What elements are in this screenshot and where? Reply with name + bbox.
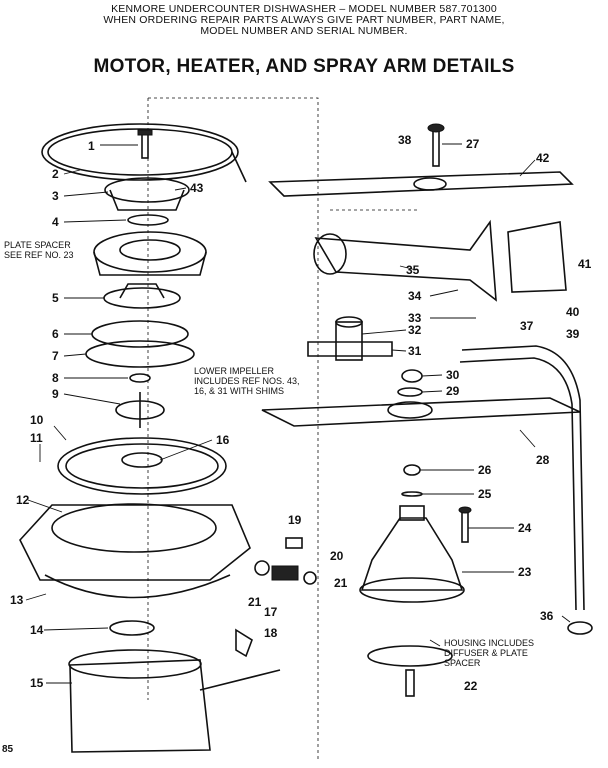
part-seal-housing xyxy=(103,283,181,309)
part-impeller-upper xyxy=(104,177,190,211)
part-bolt xyxy=(137,129,153,159)
header-line-2: WHEN ORDERING REPAIR PARTS ALWAYS GIVE P… xyxy=(103,14,505,26)
lower-impeller-note: 16, & 31 WITH SHIMS xyxy=(194,386,284,396)
part-upper-spray-arm xyxy=(268,171,574,197)
part-mounting-bracket xyxy=(507,221,567,293)
part-nut-2 xyxy=(403,464,421,476)
part-housing xyxy=(359,505,465,603)
part-label: 17 xyxy=(264,605,278,619)
header-line-3: MODEL NUMBER AND SERIAL NUMBER. xyxy=(200,25,408,37)
part-label: 14 xyxy=(30,623,44,637)
part-label: 3 xyxy=(52,189,59,203)
part-supply-tube-inner xyxy=(459,357,577,611)
part-label: 9 xyxy=(52,387,59,401)
part-housing-screw xyxy=(458,506,472,543)
housing-note: DIFFUSER & PLATE xyxy=(444,648,528,658)
part-label: 6 xyxy=(52,327,59,341)
part-label: 8 xyxy=(52,371,59,385)
part-supply-tube xyxy=(461,345,585,611)
lower-impeller-note: LOWER IMPELLER xyxy=(194,366,275,376)
assembly-guide-line xyxy=(148,97,319,760)
part-spray-arm-bolt xyxy=(427,123,445,167)
part-label: 22 xyxy=(464,679,478,693)
part-label: 26 xyxy=(478,463,492,477)
part-plate-spacer xyxy=(93,231,207,276)
housing-note: SPACER xyxy=(444,658,481,668)
part-terminal xyxy=(254,560,270,576)
part-label: 24 xyxy=(518,521,532,535)
part-label: 21 xyxy=(334,576,348,590)
part-sump-gasket xyxy=(44,574,231,599)
plate-spacer-note: SEE REF NO. 23 xyxy=(4,250,74,260)
part-label: 40 xyxy=(566,305,580,319)
part-label: 15 xyxy=(30,676,44,690)
part-label: 23 xyxy=(518,565,532,579)
part-label: 33 xyxy=(408,311,422,325)
part-label: 18 xyxy=(264,626,278,640)
part-label: 34 xyxy=(408,289,422,303)
part-number-labels: 1 2 3 43 4 5 6 7 8 9 10 11 16 12 13 14 1… xyxy=(10,133,592,693)
part-water-manifold xyxy=(313,219,497,302)
part-washer xyxy=(129,373,151,383)
part-bracket xyxy=(235,628,253,658)
part-terminal xyxy=(303,571,317,585)
part-label: 5 xyxy=(52,291,59,305)
part-nut xyxy=(401,369,423,383)
part-coupling xyxy=(335,316,363,361)
part-tube-seal xyxy=(567,621,593,635)
part-washer-2 xyxy=(397,387,423,397)
leader-lines xyxy=(25,143,571,684)
part-label: 29 xyxy=(446,384,460,398)
page-title: MOTOR, HEATER, AND SPRAY ARM DETAILS xyxy=(93,56,515,77)
part-label: 42 xyxy=(536,151,550,165)
part-label: 27 xyxy=(466,137,480,151)
part-lower-impeller xyxy=(115,392,165,428)
part-shim-plate xyxy=(307,341,393,357)
part-label: 13 xyxy=(10,593,24,607)
part-label: 36 xyxy=(540,609,554,623)
part-label: 11 xyxy=(30,431,43,445)
plate-spacer-note: PLATE SPACER xyxy=(4,240,71,250)
header-line-1: KENMORE UNDERCOUNTER DISHWASHER – MODEL … xyxy=(111,3,497,15)
part-label: 31 xyxy=(408,344,422,358)
part-relay xyxy=(285,537,303,549)
part-seal xyxy=(109,620,155,636)
lower-impeller-note: INCLUDES REF NOS. 43, xyxy=(194,376,300,386)
part-label: 7 xyxy=(52,349,59,363)
part-gasket xyxy=(85,340,195,368)
part-label: 10 xyxy=(30,413,44,427)
part-shim xyxy=(127,214,169,226)
housing-note: HOUSING INCLUDES xyxy=(444,638,534,648)
part-label: 12 xyxy=(16,493,30,507)
part-label: 21 xyxy=(248,595,262,609)
part-label: 30 xyxy=(446,368,460,382)
part-motor xyxy=(68,649,281,753)
part-label: 2 xyxy=(52,167,59,181)
part-lower-spray-arm xyxy=(261,397,581,427)
part-spacer xyxy=(401,491,423,497)
part-label: 1 xyxy=(88,139,95,153)
part-diffuser-plate xyxy=(367,645,453,667)
part-heater-element xyxy=(41,123,247,183)
part-label: 37 xyxy=(520,319,534,333)
part-label: 35 xyxy=(406,263,420,277)
part-label: 4 xyxy=(52,215,59,229)
part-label: 25 xyxy=(478,487,492,501)
part-label: 43 xyxy=(190,181,204,195)
part-label: 38 xyxy=(398,133,412,147)
part-pump-base xyxy=(57,437,227,495)
part-label: 16 xyxy=(216,433,230,447)
part-label: 32 xyxy=(408,323,422,337)
part-label: 20 xyxy=(330,549,344,563)
part-label: 28 xyxy=(536,453,550,467)
part-label: 39 xyxy=(566,327,580,341)
part-label: 41 xyxy=(578,257,592,271)
part-capacitor xyxy=(271,565,299,581)
part-housing-bolt xyxy=(405,669,415,697)
page-code: 85 xyxy=(2,744,14,755)
callout-notes: PLATE SPACER SEE REF NO. 23 LOWER IMPELL… xyxy=(4,240,534,668)
part-sump xyxy=(19,503,251,581)
part-label: 19 xyxy=(288,513,302,527)
